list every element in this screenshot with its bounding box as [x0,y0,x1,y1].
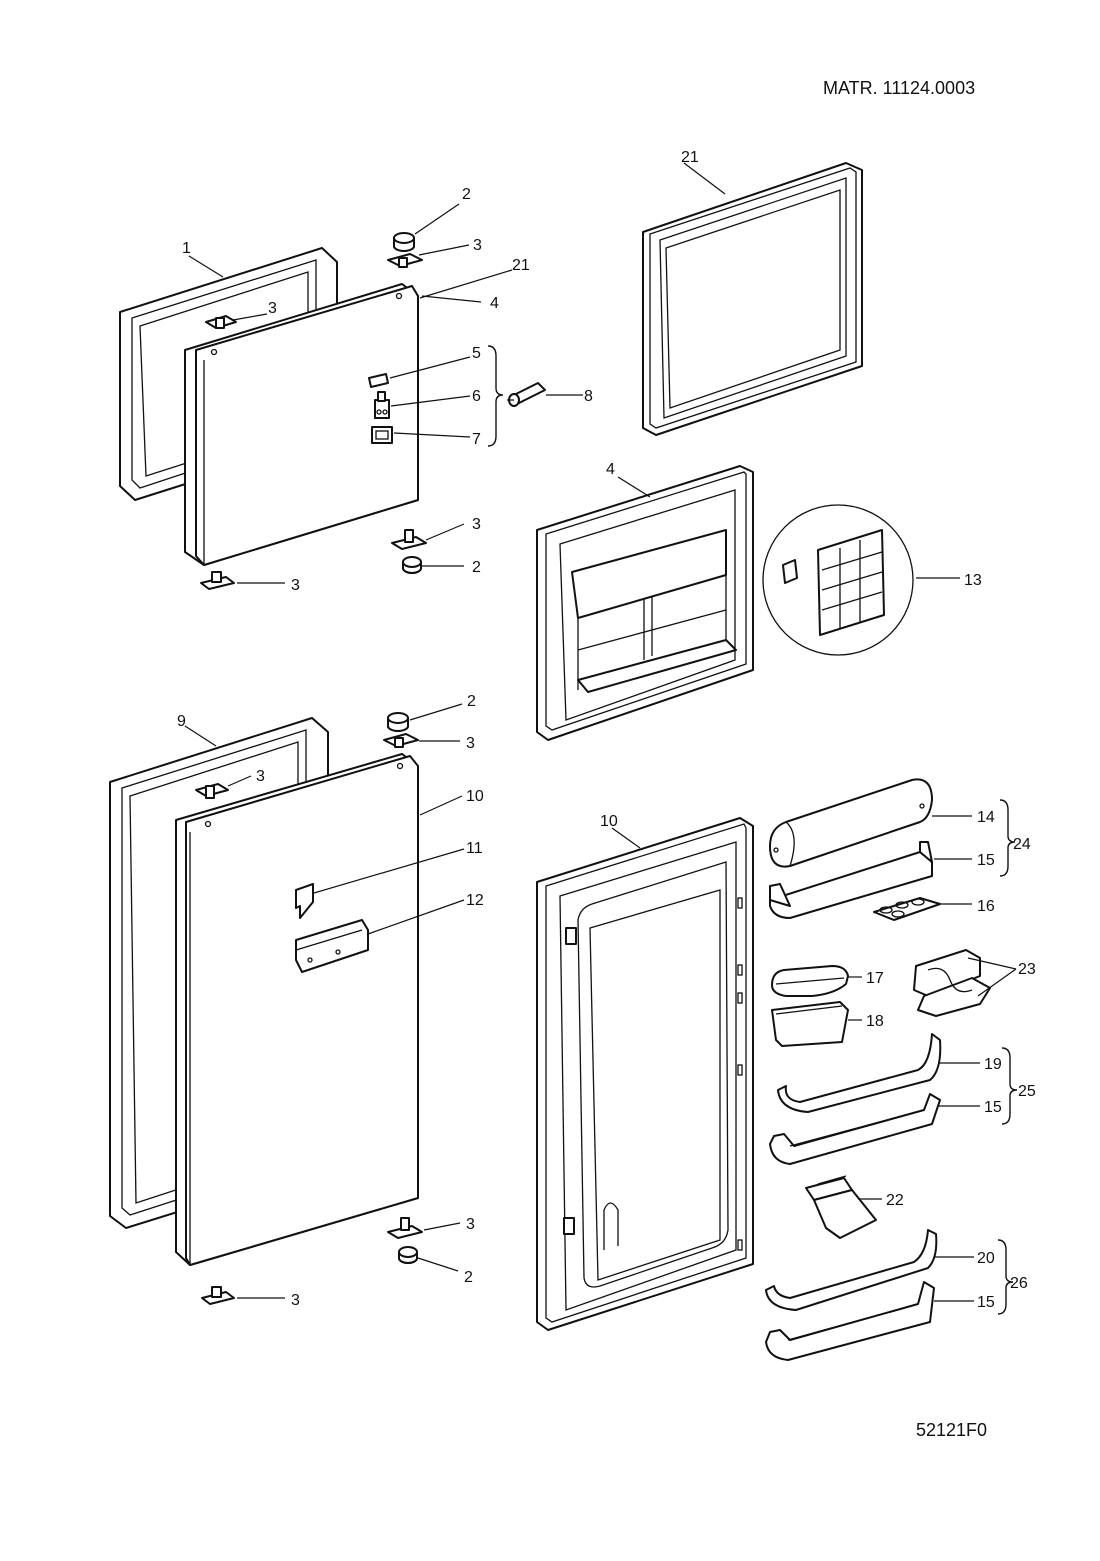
callout-3: 3 [256,768,265,785]
part-3-hinge-bottom-left-freezer [200,571,235,590]
part-14-egg-cover [769,778,933,868]
drawing-code: 52121F0 [916,1420,987,1440]
part-8-pin [507,382,546,407]
callout-9: 9 [177,713,186,730]
callout-1: 1 [182,240,191,257]
callout-3: 3 [291,577,300,594]
callout-2: 2 [467,693,476,710]
part-23-bottle-dividers [913,949,991,1017]
part-2-bushing-bottom-freezer [402,556,422,574]
callout-6: 6 [472,388,481,405]
callout-3: 3 [472,516,481,533]
callout-13: 13 [964,572,982,589]
part-18-dairy-box [771,1001,849,1047]
part-3-hinge-top-freezer [387,253,423,268]
part-19-bottle-shelf-guard [777,1033,942,1113]
part-3-hinge-gasket-freezer [205,315,237,329]
part-4-freezer-door-outer [184,283,419,566]
callout-15: 15 [984,1099,1002,1116]
callout-labels: 1 2 3 21 3 4 5 6 7 8 3 2 3 21 4 13 9 2 3… [177,149,1036,1311]
braces [487,345,1018,1315]
part-3-hinge-top-fridge [383,733,419,748]
callout-17: 17 [866,970,884,987]
callout-20: 20 [977,1250,995,1267]
leader-lines [184,162,1017,1302]
callout-3: 3 [268,300,277,317]
callout-8: 8 [584,388,593,405]
part-2-bushing-top-freezer [393,232,415,252]
callout-25: 25 [1018,1083,1036,1100]
callout-10: 10 [600,813,618,830]
part-3-hinge-bottom-left-fridge [201,1286,235,1305]
part-10-fridge-door-outer [175,753,419,1266]
part-10-fridge-door-liner [536,817,754,1331]
callout-7: 7 [472,431,481,448]
part-2-bushing-bottom-fridge [398,1246,418,1264]
part-6-latch-plate [374,391,390,419]
callout-12: 12 [466,892,484,909]
part-3-hinge-bottom-right-freezer [391,529,427,550]
callout-2: 2 [464,1269,473,1286]
part-5-plug [368,373,389,388]
part-12-handle-plate [295,919,369,973]
callout-21: 21 [681,149,699,166]
callout-22: 22 [886,1192,904,1209]
part-13-ice-tray-detail [762,504,914,656]
part-15-shelf-c [765,1281,935,1361]
part-16-egg-tray [873,897,941,921]
callout-4: 4 [606,461,615,478]
callout-15: 15 [977,1294,995,1311]
part-11-bracket [295,883,314,919]
callout-23: 23 [1018,961,1036,978]
callout-3: 3 [291,1292,300,1309]
part-17-dairy-lid [771,965,849,997]
callout-18: 18 [866,1013,884,1030]
material-code: MATR. 11124.0003 [823,78,975,98]
callout-10: 10 [466,788,484,805]
callout-3: 3 [466,1216,475,1233]
part-7-handle-catch [371,426,393,444]
part-3-hinge-gasket-fridge [195,783,229,799]
callout-2: 2 [462,186,471,203]
callout-2: 2 [472,559,481,576]
callout-3: 3 [473,237,482,254]
callout-3: 3 [466,735,475,752]
part-3-hinge-bottom-right-fridge [387,1217,423,1239]
part-4-freezer-door-liner [536,465,754,741]
callout-26: 26 [1010,1275,1028,1292]
callout-21: 21 [512,257,530,274]
part-2-bushing-top-fridge [387,712,409,732]
callout-4: 4 [490,295,499,312]
callout-5: 5 [472,345,481,362]
callout-11: 11 [466,840,483,857]
part-20-bottle-guard [765,1229,938,1311]
callout-19: 19 [984,1056,1002,1073]
part-21-freezer-inner-door [642,162,863,436]
part-15-shelf-b [769,1093,941,1165]
callout-14: 14 [977,809,995,826]
part-15-shelf-a [769,841,933,919]
callout-16: 16 [977,898,995,915]
part-22-holder [805,1175,877,1239]
callout-24: 24 [1013,836,1031,853]
callout-15: 15 [977,852,995,869]
